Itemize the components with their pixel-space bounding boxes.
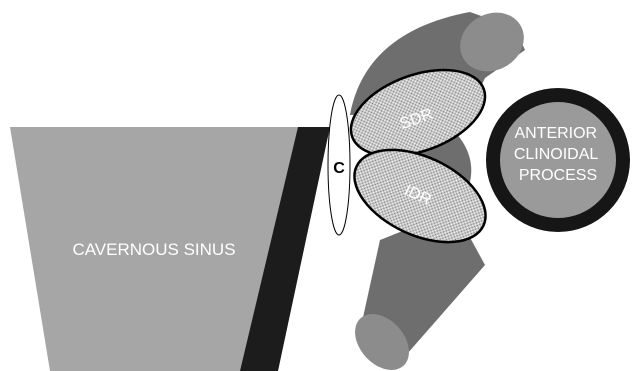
acp-label-line-2: CLINOIDAL bbox=[514, 146, 599, 163]
cavernous-sinus-label: CAVERNOUS SINUS bbox=[72, 240, 235, 259]
acp-label-line-1: ANTERIOR bbox=[514, 125, 597, 142]
anterior-clinoidal-process-label: ANTERIOR CLINOIDAL PROCESS bbox=[514, 125, 602, 184]
acp-label-line-3: PROCESS bbox=[519, 167, 597, 184]
c-label: C bbox=[333, 160, 345, 177]
